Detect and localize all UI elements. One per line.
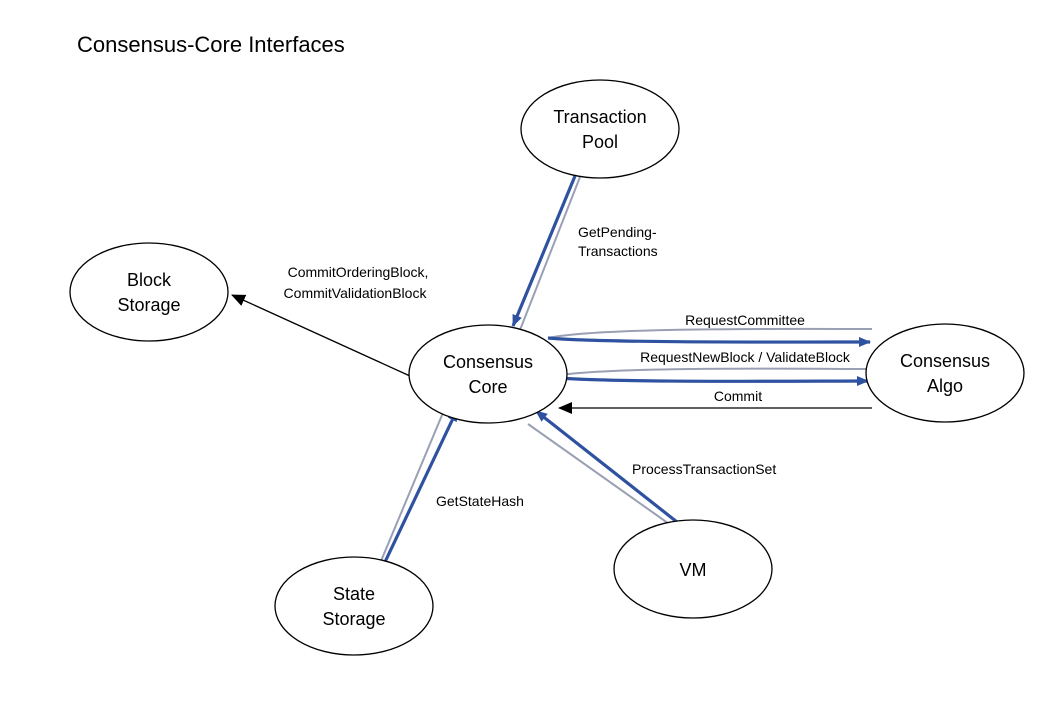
consensus-core-label-line1: Consensus: [443, 352, 533, 372]
get-pending-label-line2: Transactions: [578, 243, 658, 259]
node-transaction-pool: Transaction Pool: [520, 79, 680, 179]
edge-commit-blocks: CommitOrderingBlock, CommitValidationBlo…: [231, 264, 429, 377]
node-consensus-algo: Consensus Algo: [865, 323, 1025, 423]
edge-process-transaction-set: ProcessTransactionSet: [527, 409, 776, 527]
vm-label: VM: [680, 560, 707, 580]
request-committee-label: RequestCommittee: [685, 312, 805, 328]
block-storage-label-line1: Block: [127, 270, 172, 290]
node-state-storage: State Storage: [274, 556, 434, 656]
edge-get-state-hash: GetStateHash: [380, 407, 524, 563]
process-tx-set-label: ProcessTransactionSet: [632, 461, 776, 477]
consensus-core-ellipse: [408, 324, 568, 424]
transaction-pool-ellipse: [520, 79, 680, 179]
consensus-algo-label-line1: Consensus: [900, 351, 990, 371]
get-state-hash-label: GetStateHash: [436, 493, 524, 509]
commit-label: Commit: [714, 388, 762, 404]
state-storage-ellipse: [274, 556, 434, 656]
get-state-hash-shadow-line: [380, 407, 446, 562]
state-storage-label-line1: State: [333, 584, 375, 604]
request-new-block-shadow-line: [547, 367, 873, 378]
edge-request-committee: RequestCommittee: [547, 312, 873, 348]
consensus-algo-label-line2: Algo: [927, 376, 963, 396]
node-consensus-core: Consensus Core: [408, 324, 568, 424]
commit-blocks-arrow: [231, 294, 411, 377]
request-new-block-label: RequestNewBlock / ValidateBlock: [640, 349, 851, 365]
edge-get-pending-transactions: GetPending- Transactions: [511, 175, 658, 331]
request-committee-arrow: [547, 336, 871, 348]
commit-blocks-label-line1: CommitOrderingBlock,: [288, 264, 429, 280]
process-tx-set-arrow: [535, 409, 678, 524]
node-vm: VM: [613, 519, 773, 619]
consensus-algo-ellipse: [865, 323, 1025, 423]
commit-blocks-label-line2: CommitValidationBlock: [284, 285, 428, 301]
node-block-storage: Block Storage: [69, 242, 229, 342]
get-pending-label-line1: GetPending-: [578, 224, 657, 240]
transaction-pool-label-line1: Transaction: [553, 107, 646, 127]
get-pending-shadow-line: [519, 176, 581, 331]
get-state-hash-arrow: [383, 409, 459, 563]
block-storage-ellipse: [69, 242, 229, 342]
vm-ellipse: [613, 519, 773, 619]
request-committee-shadow-line: [547, 327, 873, 339]
process-tx-set-shadow-line: [527, 423, 673, 527]
edge-request-new-block: RequestNewBlock / ValidateBlock: [547, 349, 873, 387]
request-new-block-arrow: [547, 375, 869, 387]
get-pending-arrow: [511, 175, 577, 327]
block-storage-label-line2: Storage: [117, 295, 180, 315]
diagram-title: Consensus-Core Interfaces: [77, 32, 345, 57]
edge-commit: Commit: [558, 388, 872, 414]
consensus-core-label-line2: Core: [468, 377, 507, 397]
state-storage-label-line2: Storage: [322, 609, 385, 629]
transaction-pool-label-line2: Pool: [582, 132, 618, 152]
